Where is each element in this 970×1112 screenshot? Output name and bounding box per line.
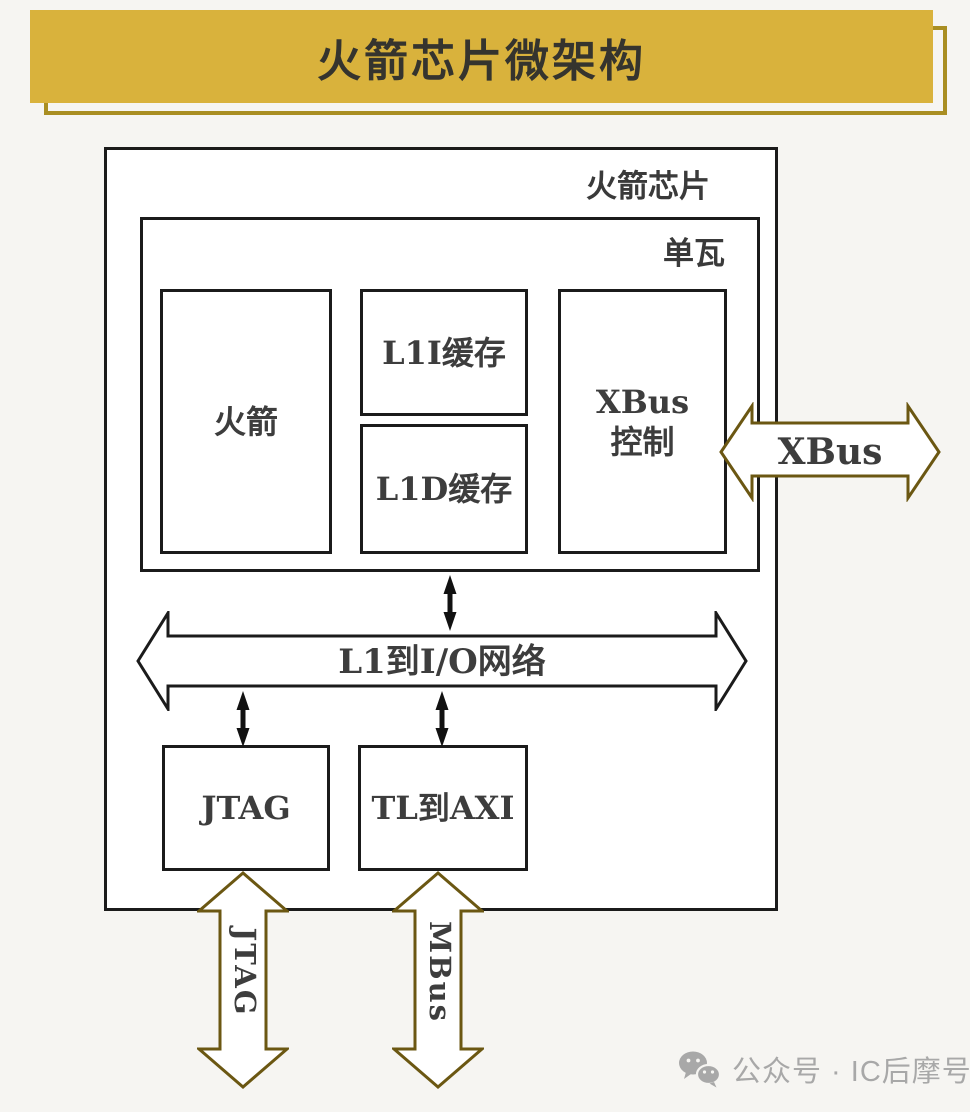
xbus-control-line2: 控制: [610, 422, 675, 461]
l1d-cache-label: L1D缓存: [375, 470, 513, 508]
l1-io-network-arrow: L1到I/O网络: [136, 611, 748, 711]
l1i-cache-box: L1I缓存: [360, 289, 528, 416]
network-to-tl-axi-arrow: [435, 691, 449, 747]
wechat-icon: [679, 1051, 722, 1088]
jtag-box-label: JTAG: [201, 789, 291, 827]
l1i-cache-label: L1I缓存: [382, 333, 506, 372]
xbus-arrow-label: XBus: [778, 431, 883, 473]
l1-io-network-label: L1到I/O网络: [338, 642, 546, 682]
tile-label: 单瓦: [663, 236, 725, 272]
xbus-control-box: XBus 控制: [558, 289, 727, 554]
jtag-bus-label: JTAG: [228, 927, 262, 1017]
network-to-jtag-arrow: [236, 691, 250, 747]
watermark-text: 公众号 · IC后摩号: [732, 1056, 970, 1088]
xbus-control-label: XBus 控制: [596, 382, 689, 462]
jtag-box: JTAG: [162, 745, 330, 871]
xbus-arrow: XBus: [719, 402, 941, 502]
jtag-bus-arrow: [197, 871, 289, 1089]
page-title: 火箭芯片微架构: [317, 35, 646, 87]
rocket-core-label: 火箭: [213, 402, 278, 441]
title-banner: 火箭芯片微架构: [30, 10, 933, 103]
mbus-label: MBus: [423, 920, 457, 1024]
mbus-arrow: [392, 871, 484, 1089]
watermark: 公众号 · IC后摩号: [678, 1048, 970, 1090]
l1d-cache-box: L1D缓存: [360, 424, 528, 554]
tile-to-network-arrow: [443, 575, 457, 631]
tl-to-axi-box: TL到AXI: [358, 745, 528, 871]
rocket-chip-label: 火箭芯片: [586, 169, 710, 205]
rocket-core-box: 火箭: [160, 289, 332, 554]
tl-to-axi-label: TL到AXI: [371, 789, 515, 827]
xbus-control-line1: XBus: [595, 382, 690, 421]
